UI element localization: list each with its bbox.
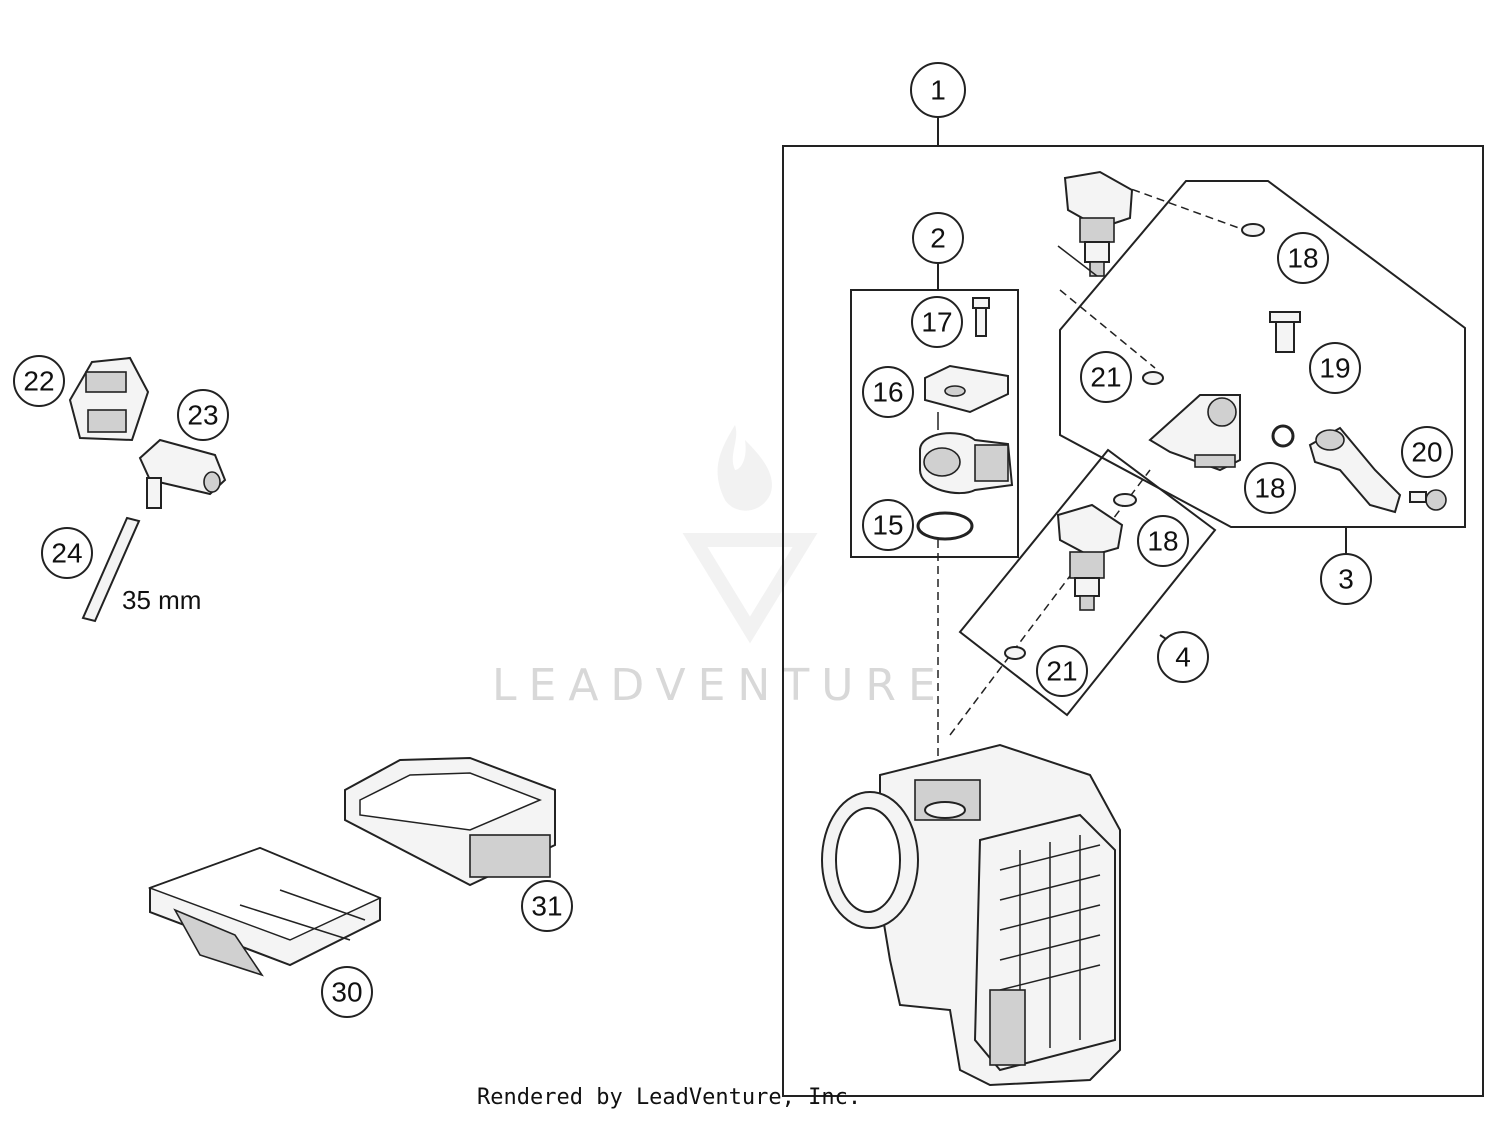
svg-text:21: 21 — [1046, 656, 1077, 687]
svg-text:31: 31 — [531, 891, 562, 922]
callout-1: 1 — [910, 62, 966, 118]
cover-16 — [924, 364, 1009, 414]
watermark-logo — [682, 425, 818, 644]
svg-text:30: 30 — [331, 977, 362, 1008]
callout-19: 19 — [1309, 342, 1361, 394]
cap-20 — [1409, 489, 1447, 511]
callout-21-lower: 21 — [1036, 645, 1088, 697]
callout-20: 20 — [1401, 426, 1453, 478]
subassembly-4-frame — [958, 448, 1217, 717]
svg-text:18: 18 — [1147, 526, 1178, 557]
callout-23: 23 — [177, 389, 229, 441]
callout-4: 4 — [1157, 631, 1209, 683]
watermark-text: LEADVENTURE — [492, 660, 948, 711]
svg-text:23: 23 — [187, 400, 218, 431]
sensor-2-body — [919, 412, 1014, 495]
bolt-17 — [972, 297, 990, 337]
injector-lower-4 — [1056, 503, 1124, 611]
callout-3: 3 — [1320, 553, 1372, 605]
callout-31: 31 — [521, 880, 573, 932]
render-credit: Rendered by LeadVenture, Inc. — [477, 1085, 862, 1110]
washer-21-upper — [1142, 371, 1164, 385]
assembly-frame — [782, 145, 1484, 1097]
svg-text:16: 16 — [872, 377, 903, 408]
svg-text:15: 15 — [872, 510, 903, 541]
callout-18-lower: 18 — [1137, 515, 1189, 567]
svg-text:19: 19 — [1319, 353, 1350, 384]
fitting-3 — [1308, 426, 1402, 514]
callout-30: 30 — [321, 966, 373, 1018]
callout-24: 24 — [41, 527, 93, 579]
connector-22 — [68, 356, 150, 442]
svg-text:20: 20 — [1411, 437, 1442, 468]
hose-length-label: 35 mm — [122, 585, 201, 615]
o-ring-15 — [916, 511, 974, 541]
callout-21-upper: 21 — [1080, 351, 1132, 403]
callout-18-top: 18 — [1277, 232, 1329, 284]
callout-18-middle: 18 — [1244, 462, 1296, 514]
washer-21-lower — [1004, 646, 1026, 660]
svg-text:21: 21 — [1090, 362, 1121, 393]
svg-text:24: 24 — [51, 538, 82, 569]
callout-17: 17 — [911, 296, 963, 348]
svg-text:3: 3 — [1338, 564, 1354, 595]
callout-22: 22 — [13, 355, 65, 407]
svg-text:2: 2 — [930, 223, 946, 254]
svg-text:1: 1 — [930, 75, 946, 106]
ring-18-middle — [1271, 424, 1295, 448]
throttle-body — [821, 743, 1121, 1087]
ecu-30 — [147, 846, 382, 977]
svg-text:4: 4 — [1175, 642, 1191, 673]
pin-19 — [1269, 311, 1301, 353]
sensor-23 — [138, 438, 227, 509]
subassembly-3-frame — [1059, 180, 1466, 528]
hose-24 — [81, 516, 141, 623]
svg-text:18: 18 — [1287, 243, 1318, 274]
svg-text:22: 22 — [23, 366, 54, 397]
callout-2: 2 — [912, 212, 964, 264]
callout-16: 16 — [862, 366, 914, 418]
injector-top — [1057, 170, 1134, 277]
subassembly-2-frame — [850, 289, 1019, 558]
clip-18-top — [1241, 223, 1265, 237]
svg-text:17: 17 — [921, 307, 952, 338]
svg-text:18: 18 — [1254, 473, 1285, 504]
ecu-holder-31 — [344, 756, 556, 887]
clip-18-lower — [1113, 493, 1137, 507]
fuel-rail-block-3 — [1148, 394, 1241, 472]
callout-15: 15 — [862, 499, 914, 551]
